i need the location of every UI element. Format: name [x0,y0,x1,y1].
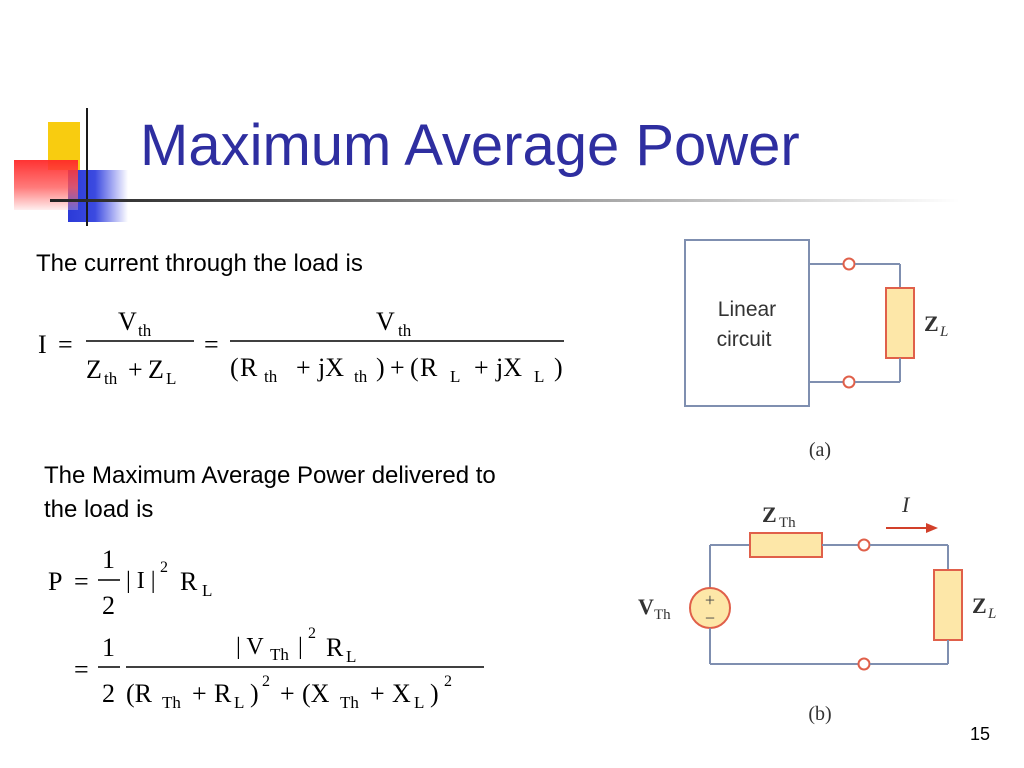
eq1-jX-th-sub: th [354,367,368,386]
power-intro-line1: The Maximum Average Power delivered to [44,462,496,489]
terminal-a-bottom [842,375,856,389]
eq2-den-plus-2: + [280,679,295,708]
power-intro-line2: the load is [44,496,154,523]
page-number: 15 [969,724,990,744]
eq2-R-L-sub: L [202,581,212,600]
slide-title: Maximum Average Power [140,113,800,178]
eq1-rparen-1: ) [376,353,385,382]
eq1-jX-L-sub: L [534,367,544,386]
linear-circuit-label-2: circuit [717,328,772,351]
eq2-equals-1: = [74,567,89,596]
eq2-den-R-L-sub: L [234,693,244,712]
power-equation: P = 1 2 | I | 2 R L = 1 2 | V Th | 2 R L… [48,545,484,712]
linear-circuit-box [684,239,810,407]
eq1-jX-L: jX [495,353,522,382]
eq2-den-rparen-1: ) [250,679,259,708]
eq1-den-plus: + [128,355,143,384]
terminal-b-top [857,538,871,552]
figure-a-circuit: Linear circuit Z L (a) [684,239,948,461]
eq2-den-plus-1: + [192,679,207,708]
eq1-equals-1: = [58,330,73,359]
eq2-half-num-1: 1 [102,545,115,574]
eq2-den-sq-2: 2 [444,673,452,690]
figure-b-circuit: Z Th I + − V Th Z L (b) [638,492,996,725]
eq2-den-lpX: (X [302,679,330,708]
eq1-den-Z1: Z [86,355,102,384]
series-impedance-sub: Th [779,515,796,531]
eq2-num-R: R [326,633,344,662]
eq1-R-L-sub: L [450,367,460,386]
voltage-source-minus: − [705,608,715,628]
eq1-plus-3: + [474,353,489,382]
load-label-b-sub: L [987,606,996,622]
eq2-equals-2: = [74,655,89,684]
logo-blue-square [68,170,128,222]
terminal-a-top [842,257,856,271]
eq1-rparen-2: ) [554,353,563,382]
series-impedance [749,532,823,558]
eq2-den-sq-1: 2 [262,673,270,690]
eq2-den-rparen-2: ) [430,679,439,708]
load-label-a: Z [924,311,939,336]
current-intro-text: The current through the load is [36,250,363,277]
eq1-plus-2: + [390,353,405,382]
eq2-num-R-sub: L [346,647,356,666]
eq2-absV-sub: Th [270,645,289,664]
eq1-R-th-sub: th [264,367,278,386]
eq1-den-L: L [166,369,176,388]
eq2-half-den-2: 2 [102,679,115,708]
eq1-plus-1: + [296,353,311,382]
eq1-I: I [38,330,47,359]
load-label-a-sub: L [939,324,948,340]
eq2-den-X-Th: Th [340,693,359,712]
logo-red-square [14,160,78,210]
eq1-num2-V: V [376,307,395,336]
eq1-den-th: th [104,369,118,388]
terminal-b-bottom [857,657,871,671]
eq1-num2-th: th [398,321,412,340]
current-equation: I = V th Z th + Z L = V th ( R th + jX t… [38,307,564,388]
load-label-b: Z [972,593,987,618]
eq1-num-th: th [138,321,152,340]
eq2-absV-sq: 2 [308,625,316,642]
eq1-jX-th: jX [317,353,344,382]
eq2-absI-sq: 2 [160,559,168,576]
eq2-R-L: R [180,567,198,596]
eq2-den-R-Th: Th [162,693,181,712]
series-impedance-label: Z [762,502,777,527]
eq2-absI: | I | [126,568,156,594]
source-label-sub: Th [654,607,671,623]
source-label: V [638,594,654,619]
eq2-half-num-2: 1 [102,633,115,662]
eq2-den-plus-3: + [370,679,385,708]
eq2-den-X-L-sub: L [414,693,424,712]
caption-a: (a) [809,439,831,461]
eq1-equals-2: = [204,330,219,359]
eq1-R-L: R [420,353,438,382]
eq2-absV-bar: | [298,634,303,660]
eq2-absV: | V [236,634,264,660]
load-impedance-a [885,287,915,359]
logo-vertical-line [86,108,88,226]
eq1-den-Z2: Z [148,355,164,384]
caption-b: (b) [808,703,831,725]
load-impedance-b [933,569,963,641]
eq2-den-X-L: X [392,679,411,708]
eq2-den-lpR: (R [126,679,153,708]
eq1-num-V: V [118,307,137,336]
eq2-P: P [48,567,62,596]
voltage-source-plus: + [705,590,715,610]
eq1-lparen-2: ( [410,353,419,382]
current-arrow-head [926,523,938,533]
eq1-R-th: R [240,353,258,382]
eq2-den-R-L: R [214,679,232,708]
title-underline [50,199,960,202]
linear-circuit-label-1: Linear [718,298,776,321]
current-label: I [901,492,911,517]
eq2-half-den-1: 2 [102,591,115,620]
eq1-lparen-1: ( [230,353,239,382]
